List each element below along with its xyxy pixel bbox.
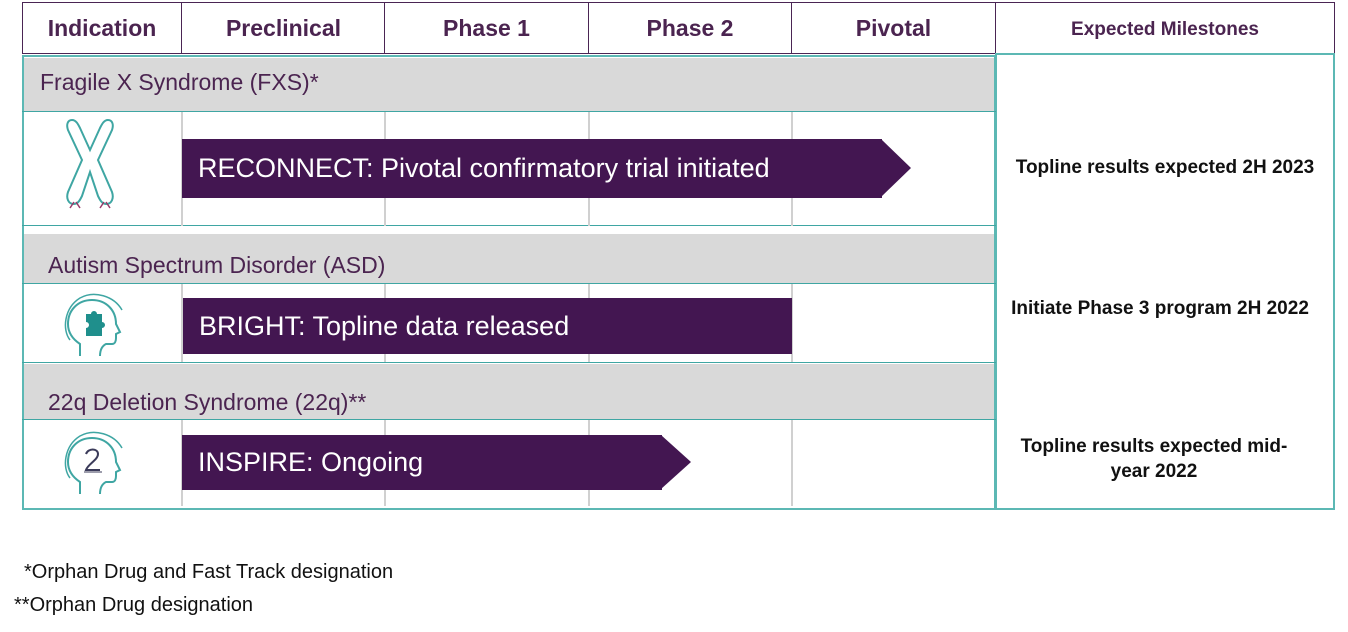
head-puzzle-icon: [60, 290, 130, 360]
program-bar-bright: BRIGHT: Topline data released: [183, 298, 792, 354]
indication-label: Fragile X Syndrome (FXS)*: [40, 69, 319, 95]
row-body-22q: [22, 419, 996, 510]
grid-line: [791, 420, 793, 506]
program-label: BRIGHT: Topline data released: [199, 310, 570, 341]
header-expected-milestones: Expected Milestones: [995, 2, 1335, 54]
row-body-fxs: [22, 111, 996, 226]
header-preclinical: Preclinical: [181, 2, 386, 54]
grid-line: [181, 284, 183, 362]
footnote: **Orphan Drug designation: [14, 594, 254, 616]
header-phase2: Phase 2: [588, 2, 792, 54]
indication-label: 22q Deletion Syndrome (22q)**: [48, 389, 367, 415]
row-band-22q: [24, 364, 994, 419]
milestone-asd: Initiate Phase 3 program 2H 2022: [1011, 298, 1309, 319]
indication-label: Autism Spectrum Disorder (ASD): [48, 252, 386, 278]
row-band-fxs: [24, 58, 994, 111]
program-bar-reconnect: RECONNECT: Pivotal confirmatory trial in…: [182, 139, 882, 198]
row-body-asd: [22, 283, 996, 363]
milestone-22q: Topline results expected mid-year 2022: [1020, 436, 1288, 482]
arrow-head: [881, 139, 911, 197]
row-band-asd: [24, 234, 994, 283]
program-label: RECONNECT: Pivotal confirmatory trial in…: [198, 153, 770, 183]
arrow-head: [661, 435, 691, 489]
grid-line: [791, 284, 793, 362]
milestone-fxs: Topline results expected 2H 2023: [1015, 157, 1315, 178]
header-phase1: Phase 1: [384, 2, 589, 54]
footnote: *Orphan Drug and Fast Track designation: [24, 561, 394, 583]
head-22q-icon: [60, 424, 130, 498]
header-indication: Indication: [22, 2, 182, 54]
chromosome-icon: [60, 116, 120, 212]
program-bar-inspire: INSPIRE: Ongoing: [182, 435, 662, 490]
header-pivotal: Pivotal: [791, 2, 996, 54]
milestones-frame: [995, 53, 1335, 510]
program-label: INSPIRE: Ongoing: [198, 447, 424, 477]
